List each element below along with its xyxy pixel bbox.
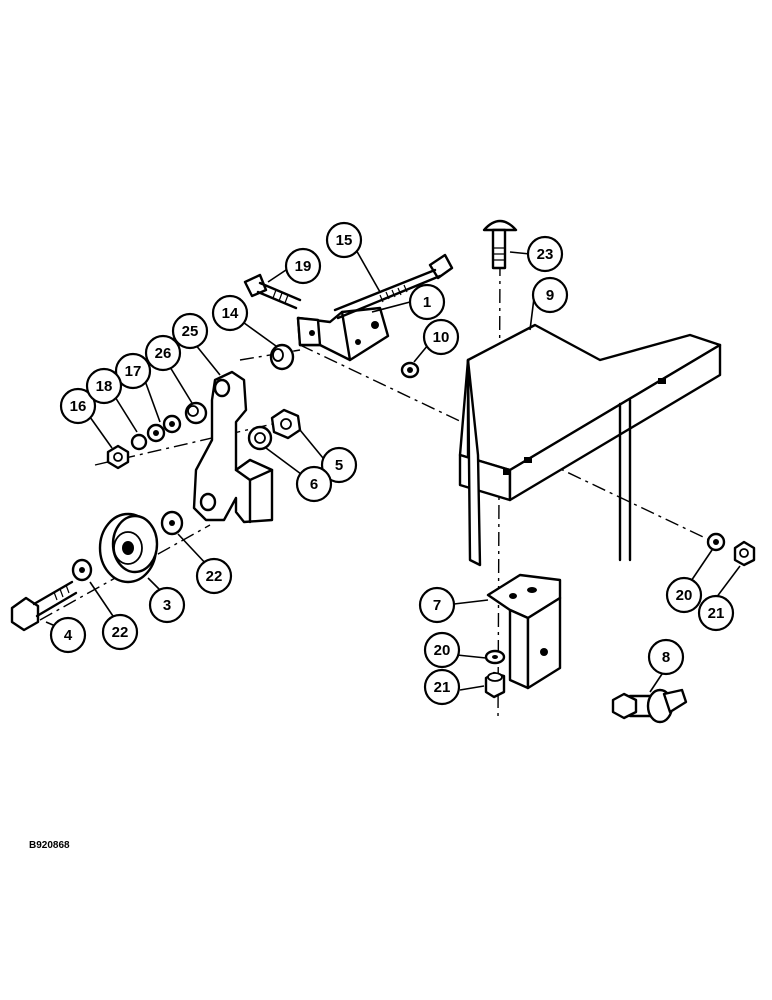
callout-1-label: 1 (423, 294, 431, 311)
washer-part-22-upper (160, 510, 184, 536)
main-bracket-part-9 (458, 323, 722, 567)
washer-part-18 (130, 433, 148, 451)
callout-14-label: 14 (222, 305, 239, 322)
callout-6: 6 (295, 465, 333, 503)
nut-part-16 (106, 444, 130, 470)
callout-18-label: 18 (96, 378, 113, 395)
nut-part-21-lower (484, 671, 506, 699)
callout-15: 15 (325, 221, 363, 259)
spacer-part-14 (269, 343, 295, 371)
washer-part-20-lower (484, 649, 506, 665)
callout-22-upper: 22 (195, 557, 233, 595)
callout-20-right-label: 20 (676, 587, 693, 604)
callout-10-label: 10 (433, 329, 450, 346)
callout-3: 3 (148, 586, 186, 624)
callout-22-lower: 22 (101, 613, 139, 651)
nut-part-21-right (733, 540, 756, 567)
callout-16-label: 16 (70, 398, 87, 415)
callout-22-lower-label: 22 (112, 624, 129, 641)
callout-8-label: 8 (662, 649, 670, 666)
callout-17-label: 17 (125, 363, 142, 380)
callout-26: 26 (144, 334, 182, 372)
washers-part-17 (146, 414, 182, 443)
callout-25-label: 25 (182, 323, 199, 340)
callout-17: 17 (114, 352, 152, 390)
washer-part-10 (400, 361, 420, 379)
angle-bracket-part-1 (296, 306, 390, 362)
callout-23-label: 23 (537, 246, 554, 263)
callout-4: 4 (49, 616, 87, 654)
callout-6-label: 6 (310, 476, 318, 493)
leader-lines (45, 247, 741, 693)
idler-pulley-part-3 (98, 512, 159, 584)
callout-3-label: 3 (163, 597, 171, 614)
callout-15-label: 15 (336, 232, 353, 249)
callout-7-label: 7 (433, 597, 441, 614)
callout-21-right-label: 21 (708, 605, 725, 622)
callout-16: 16 (59, 387, 97, 425)
callout-25: 25 (171, 312, 209, 350)
callout-19-label: 19 (295, 258, 312, 275)
nut-part-5 (270, 408, 302, 440)
callout-20-lower-label: 20 (434, 642, 451, 659)
callout-5: 5 (320, 446, 358, 484)
callout-7: 7 (418, 586, 456, 624)
drawing-reference-number: B920868 (29, 840, 70, 851)
callout-5-label: 5 (335, 457, 343, 474)
idler-arm-part-25 (192, 370, 274, 524)
hex-bolt-part-4 (10, 580, 78, 632)
callout-20-right: 20 (665, 576, 703, 614)
callout-4-label: 4 (64, 627, 73, 644)
lock-washer-part-6 (247, 425, 273, 451)
callout-1: 1 (408, 283, 446, 321)
callout-23: 23 (526, 235, 564, 273)
callout-8: 8 (647, 638, 685, 676)
bushing-part-26 (184, 401, 208, 425)
long-bolt-part-15 (333, 253, 454, 320)
callout-21-right: 21 (697, 594, 735, 632)
callout-19: 19 (284, 247, 322, 285)
callout-20-lower: 20 (423, 631, 461, 669)
short-bolt-part-19 (243, 273, 302, 310)
callout-9-label: 9 (546, 287, 554, 304)
callout-14: 14 (211, 294, 249, 332)
callout-22-upper-label: 22 (206, 568, 223, 585)
washer-part-22-lower (71, 558, 93, 582)
callout-10: 10 (422, 318, 460, 356)
callout-21-lower-label: 21 (434, 679, 451, 696)
carriage-bolt-part-23 (482, 219, 518, 270)
latch-stud-part-8 (611, 688, 688, 724)
callout-9: 9 (531, 276, 569, 314)
callout-26-label: 26 (155, 345, 172, 362)
callout-21-lower: 21 (423, 668, 461, 706)
washer-part-20-right (706, 532, 726, 552)
callout-18: 18 (85, 367, 123, 405)
mounting-bracket-part-7 (486, 573, 562, 690)
